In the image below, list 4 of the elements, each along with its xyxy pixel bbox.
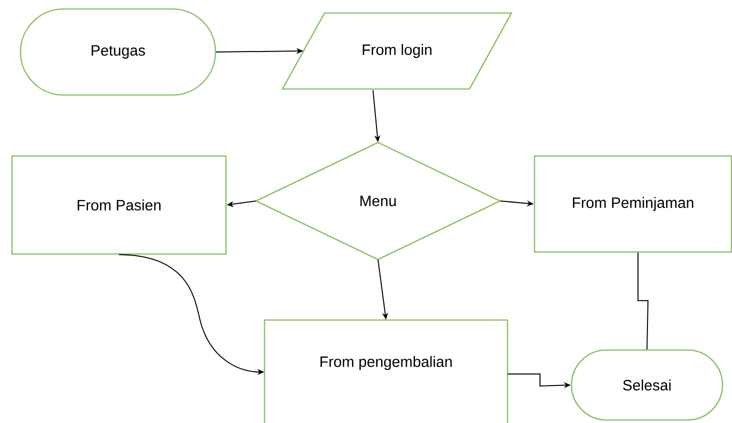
process-box: From Peminjaman: [534, 155, 732, 253]
process-box: From pengembalian: [264, 319, 508, 423]
connector-line: [638, 252, 648, 350]
process-box: From Pasien: [11, 155, 227, 255]
